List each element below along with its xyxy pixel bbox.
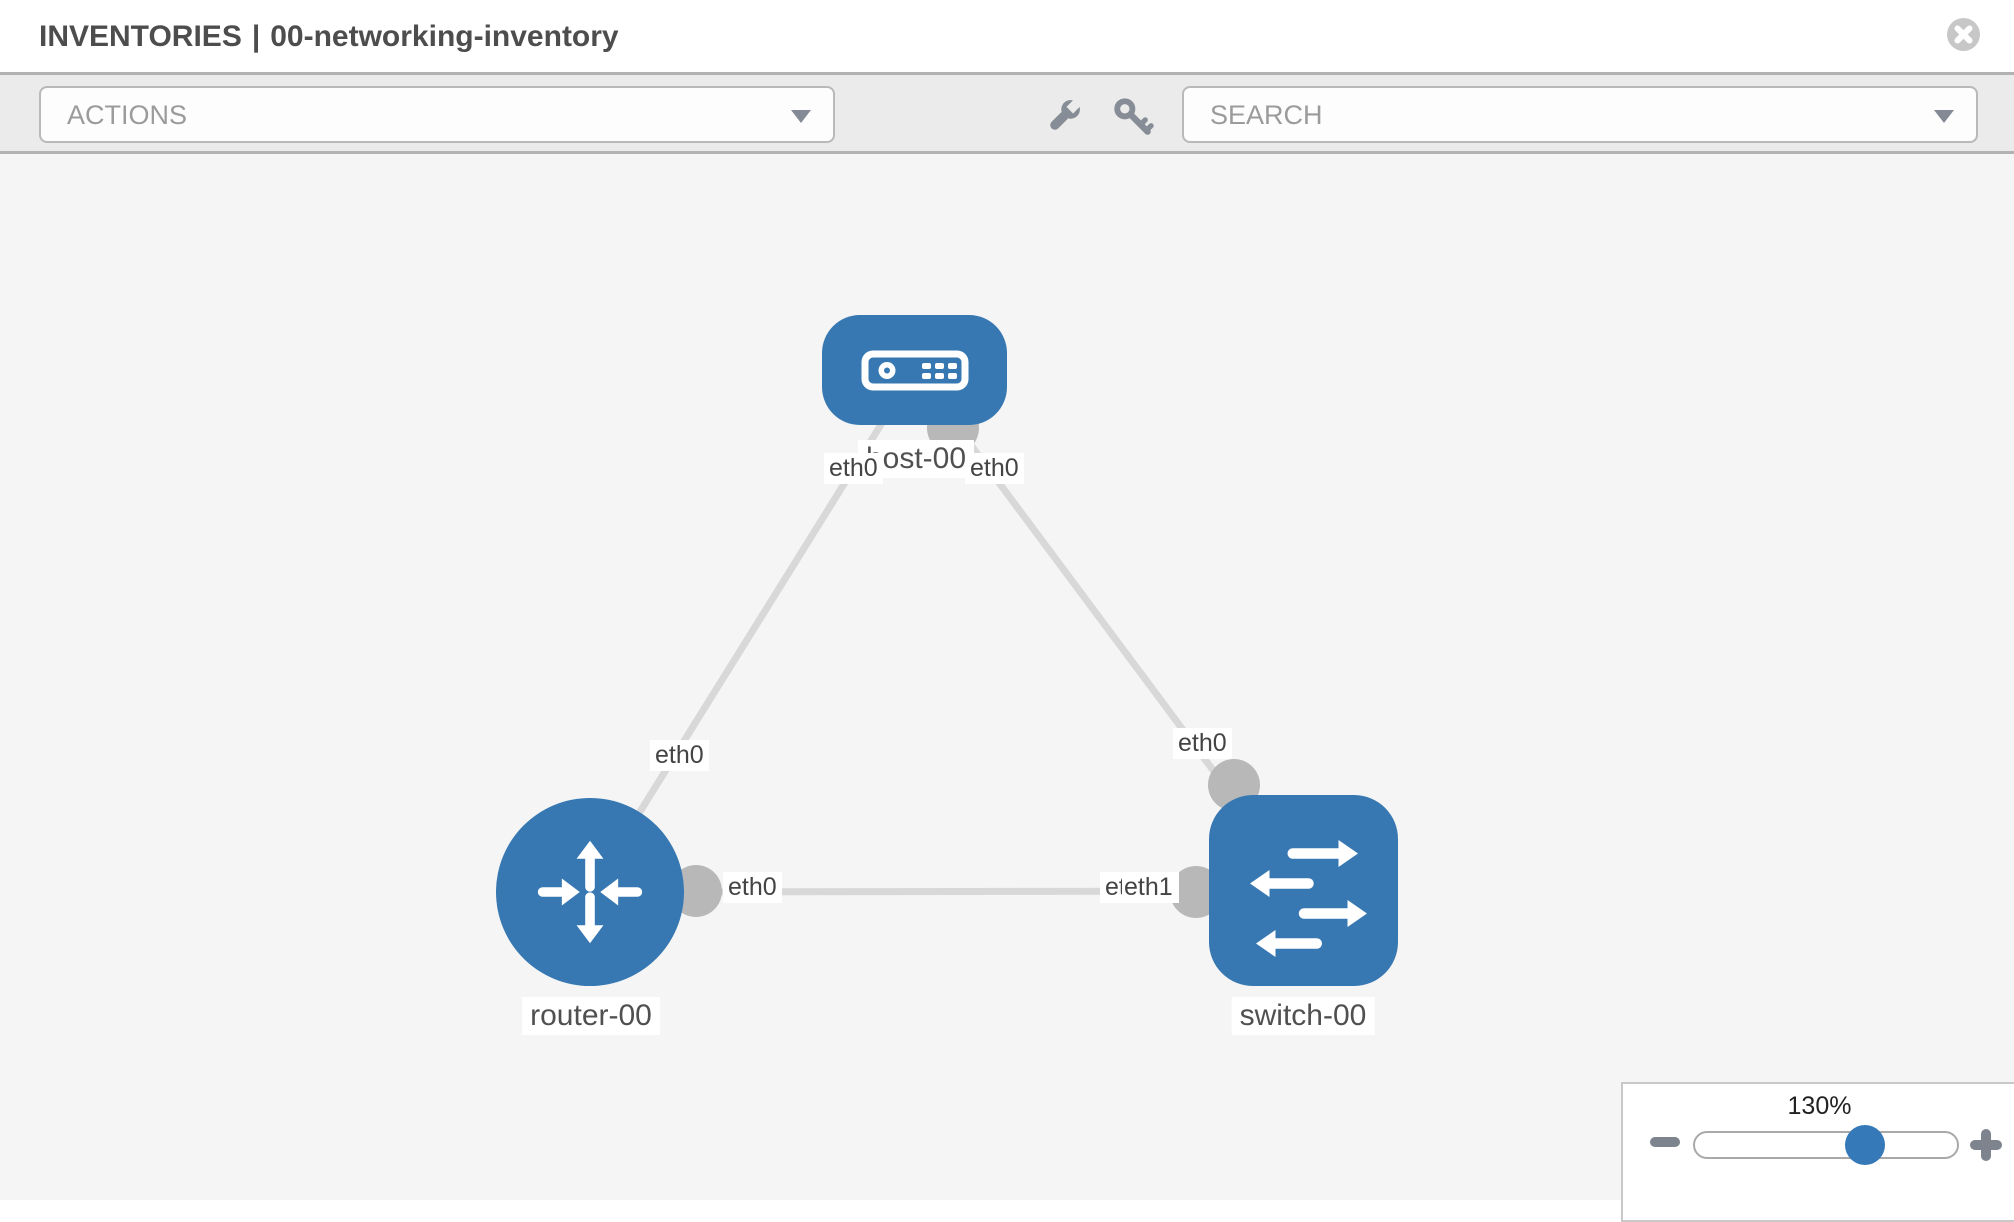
chevron-down-icon	[1934, 110, 1954, 123]
topology-canvas[interactable]: host-00 router-00 switch-00 eth0 eth0 et…	[0, 154, 2014, 1200]
search-dropdown[interactable]: SEARCH	[1182, 86, 1978, 143]
zoom-out-button[interactable]	[1650, 1137, 1680, 1147]
search-dropdown-label: SEARCH	[1210, 88, 1323, 142]
zoom-panel: 130%	[1621, 1082, 2014, 1222]
zoom-slider-track[interactable]	[1693, 1131, 1959, 1159]
toolbar: ACTIONS SEARCH	[0, 72, 2014, 154]
chevron-down-icon	[791, 110, 811, 123]
interface-label-switch-overlap: eth0 eth1	[1100, 872, 1159, 903]
close-icon	[1947, 18, 1980, 51]
interface-label-host-eth0-left: eth0	[824, 453, 883, 484]
router-icon	[526, 828, 654, 956]
inventory-name: 00-networking-inventory	[270, 20, 618, 53]
node-host-00[interactable]	[822, 315, 1007, 425]
actions-dropdown-label: ACTIONS	[67, 88, 187, 142]
switch-icon	[1229, 816, 1379, 966]
host-icon	[854, 339, 976, 401]
zoom-percent-label: 130%	[1623, 1092, 2014, 1121]
breadcrumb-separator: |	[242, 20, 270, 53]
node-label-switch: switch-00	[1232, 997, 1375, 1035]
interface-label-switch-eth0-top: eth0	[1173, 728, 1232, 759]
interface-label-router-eth0-right: eth0	[723, 872, 782, 903]
node-label-router: router-00	[522, 997, 660, 1035]
interface-label-host-eth0-right: eth0	[965, 453, 1024, 484]
zoom-in-button[interactable]	[1970, 1129, 2002, 1161]
node-switch-00[interactable]	[1209, 795, 1398, 986]
interface-label-switch-eth1: eth1	[1122, 872, 1179, 903]
actions-dropdown[interactable]: ACTIONS	[39, 86, 835, 143]
wrench-icon[interactable]	[1043, 95, 1085, 137]
node-router-00[interactable]	[496, 798, 684, 986]
close-button[interactable]	[1947, 18, 1980, 51]
interface-label-router-eth0-top: eth0	[650, 740, 709, 771]
zoom-slider-thumb[interactable]	[1845, 1125, 1885, 1165]
header: INVENTORIES|00-networking-inventory	[0, 0, 2014, 72]
links-layer	[0, 154, 2014, 1200]
breadcrumb-section: INVENTORIES	[39, 20, 242, 53]
page-title: INVENTORIES|00-networking-inventory	[39, 0, 619, 72]
key-icon[interactable]	[1112, 96, 1154, 138]
